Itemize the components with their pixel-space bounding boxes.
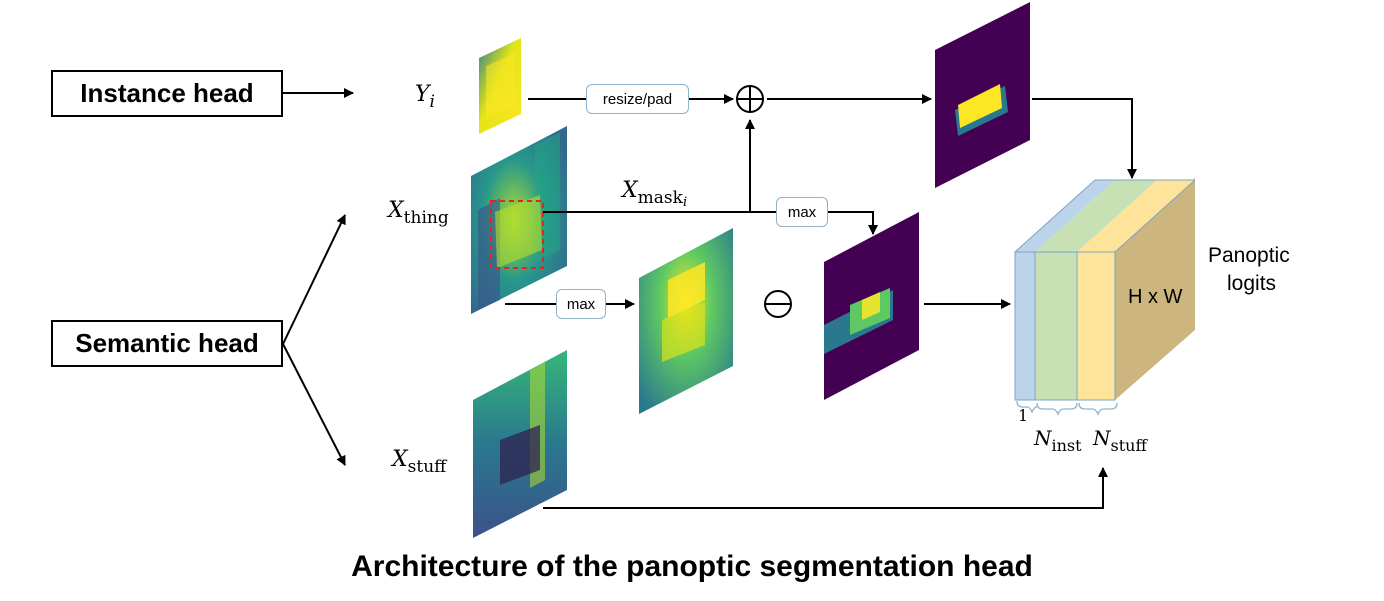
- panoptic-logits-label-line2: logits: [1227, 272, 1277, 295]
- figure-title: Architecture of the panoptic segmentatio…: [351, 550, 1033, 583]
- resize-pad-op: resize/pad: [586, 84, 689, 114]
- semantic-head-box: Semantic head: [51, 320, 283, 367]
- y-i-mask-image: [479, 38, 521, 134]
- panoptic-logits-block: [1014, 178, 1196, 401]
- x-mask-crop-box: [490, 200, 544, 269]
- max-top-label: max: [787, 203, 817, 221]
- max-mid-label: max: [566, 295, 596, 313]
- x-mask-label: Xmaski: [622, 178, 688, 210]
- x-thing-feature-image: [471, 126, 567, 314]
- semantic-head-label: Semantic head: [75, 328, 259, 358]
- hw-label: H x W: [1128, 286, 1183, 308]
- resize-pad-label: resize/pad: [602, 90, 673, 108]
- y-i-label: Yi: [415, 82, 435, 112]
- arrow-semantic-to-xthing: [282, 214, 346, 345]
- one-channel-label: 1: [1018, 406, 1029, 425]
- x-thing-label: Xthing: [388, 198, 449, 228]
- logits-slice-blue: [1015, 180, 1115, 252]
- max-pooled-thing-image: [639, 228, 733, 414]
- brace-n-stuff: [1078, 402, 1118, 416]
- resized-instance-image: [935, 2, 1030, 188]
- masked-logit-image: [824, 212, 919, 400]
- x-stuff-feature-image: [473, 350, 567, 538]
- instance-head-box: Instance head: [51, 70, 283, 117]
- n-inst-label: Ninst: [1034, 426, 1082, 455]
- max-op-mid: max: [556, 289, 606, 319]
- x-stuff-label: Xstuff: [392, 447, 447, 477]
- brace-one: [1016, 400, 1038, 414]
- max-op-top: max: [776, 197, 828, 227]
- panoptic-logits-label-line1: Panoptic: [1208, 244, 1290, 267]
- subtract-operator-icon: [764, 290, 792, 318]
- arrow-xstuff-to-logits: [543, 467, 1108, 509]
- arrow-max-to-masked: [828, 211, 878, 235]
- arrow-output-to-logits: [1032, 98, 1137, 179]
- brace-n-inst: [1036, 402, 1078, 416]
- arrow-semantic-to-xstuff: [282, 343, 346, 466]
- add-operator-icon: [736, 85, 764, 113]
- n-stuff-label: Nstuff: [1093, 426, 1147, 455]
- instance-head-label: Instance head: [80, 78, 254, 108]
